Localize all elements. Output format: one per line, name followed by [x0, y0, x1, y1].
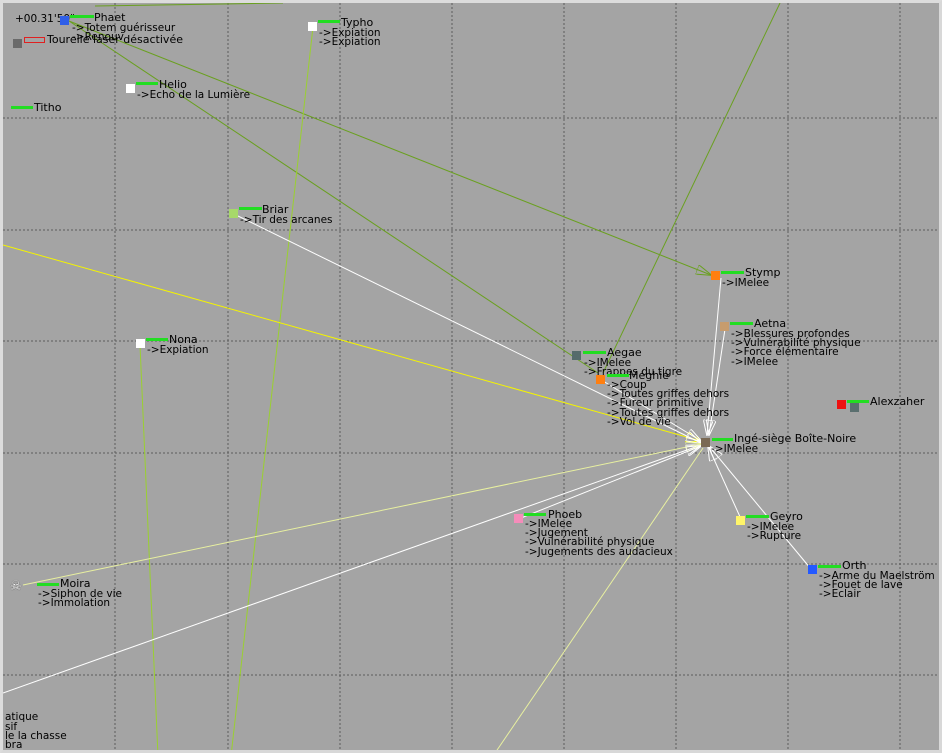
log-line: atique	[5, 711, 39, 723]
spell-line: ->Coup	[607, 379, 647, 391]
spell-line: ->IMelee	[747, 521, 795, 533]
unit-name: Stymp	[745, 266, 781, 279]
unit-marker[interactable]	[701, 438, 710, 447]
unit-name: Nona	[169, 333, 198, 346]
spell-line: ->Vulnérabilité physique	[525, 536, 655, 549]
spell-line: ->Jugements des audacieux	[525, 545, 673, 558]
spell-line: ->Expiation	[319, 36, 381, 49]
health-bar	[318, 20, 340, 23]
spell-line: ->Eclair	[819, 588, 861, 601]
spell-line: ->Vol de vie	[607, 415, 671, 428]
spell-line: ->Frappes du tigre	[584, 366, 683, 379]
unit-name: Moira	[60, 577, 91, 590]
spell-line: ->Tir des arcanes	[240, 214, 333, 226]
unit-marker[interactable]	[572, 351, 581, 360]
health-bar	[730, 322, 753, 325]
unit-marker[interactable]	[837, 400, 846, 409]
unit-name: Geyro	[770, 510, 803, 523]
unit-marker[interactable]	[514, 514, 523, 523]
health-bar	[721, 271, 744, 274]
spell-line: ->Totem guérisseur	[72, 22, 176, 34]
unit-name: Orth	[842, 559, 867, 572]
spell-line: ->Immolation	[38, 597, 111, 610]
action-lines	[3, 3, 812, 750]
health-bar	[524, 513, 546, 516]
log-line: bra	[5, 739, 23, 751]
grid-lines	[3, 3, 939, 750]
health-bar	[146, 338, 168, 341]
spell-line: ->IMelee	[584, 357, 632, 369]
unit-name: Phaet	[94, 11, 126, 24]
spell-line: ->Echo de la Lumière	[137, 89, 251, 101]
log-line: sif	[5, 721, 18, 733]
unit-name: Aegae	[607, 346, 642, 359]
unit-marker[interactable]	[136, 339, 145, 348]
unit-marker[interactable]	[711, 271, 720, 280]
empty-health-bar	[24, 37, 45, 43]
health-bar	[11, 106, 33, 109]
spell-line: ->Fouet de lave	[819, 579, 903, 592]
unit-marker[interactable]	[60, 16, 69, 25]
unit-marker[interactable]	[308, 22, 317, 31]
spell-line: ->Toutes griffes dehors	[607, 406, 730, 419]
spell-line: ->Blessures profondes	[731, 328, 850, 340]
spell-line: ->Expiation	[319, 27, 381, 39]
health-bar	[712, 438, 733, 441]
unit-name: Briar	[262, 203, 289, 216]
health-bar	[37, 583, 59, 586]
target-marker	[850, 403, 859, 412]
spell-line: ->Jugement	[525, 527, 588, 540]
spell-line: ->IMelee	[525, 518, 573, 530]
unit-marker[interactable]	[126, 84, 135, 93]
dead-skull-icon: ☠	[10, 579, 22, 594]
unit-marker[interactable]	[720, 322, 729, 331]
unit-name: Tourelle laser désactivée	[47, 33, 183, 46]
unit-marker[interactable]	[808, 565, 817, 574]
spell-line: ->IMelee	[722, 277, 770, 289]
health-bar	[239, 207, 262, 210]
unit-marker[interactable]	[13, 39, 22, 48]
health-bar	[583, 351, 606, 354]
spell-line: ->Siphon de vie	[38, 588, 122, 600]
unit-marker[interactable]	[596, 375, 605, 384]
unit-name: Ingé-siège Boîte-Noire	[734, 432, 857, 445]
unit-name: Titho	[34, 101, 62, 114]
health-bar	[70, 15, 94, 18]
unit-name: Aetna	[754, 317, 787, 330]
health-bar	[607, 374, 629, 377]
health-bar	[746, 515, 769, 518]
unit-name: Phoeb	[548, 508, 583, 521]
unit-marker[interactable]	[229, 209, 238, 218]
spell-line: ->Fureur primitive	[607, 397, 704, 410]
spell-line: ->Vulnérabilité physique	[731, 337, 861, 350]
spell-line: ->Arme du Maelström	[819, 570, 935, 582]
unit-name: Méghie	[629, 369, 670, 382]
health-bar	[136, 82, 158, 85]
elapsed-timer: +00.31'50"	[15, 13, 75, 25]
spell-line: ->Renouv	[72, 31, 124, 44]
spell-line: ->Force élémentaire	[731, 346, 839, 359]
spell-line: ->Toutes griffes dehors	[607, 388, 730, 401]
unit-name: Helio	[159, 78, 187, 91]
spell-line: ->Expiation	[147, 344, 209, 356]
spell-line: ->Rupture	[747, 530, 802, 543]
unit-name: Alexzaher	[870, 395, 925, 408]
spell-line: ->IMelee	[731, 355, 779, 368]
log-line: le la chasse	[5, 730, 67, 742]
health-bar	[818, 565, 841, 568]
spell-line: ->IMelee	[711, 443, 759, 455]
unit-name: Typho	[341, 16, 374, 29]
health-bar	[847, 400, 869, 403]
unit-marker[interactable]	[736, 516, 745, 525]
